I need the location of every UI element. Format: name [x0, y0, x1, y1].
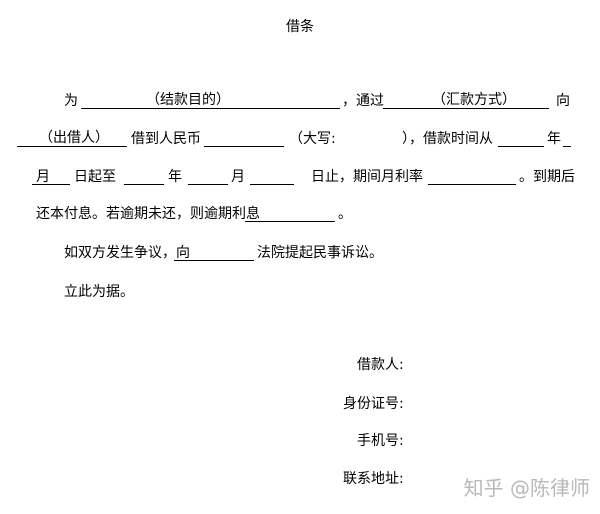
text-riqizhi: 日起至: [74, 169, 116, 185]
text-jiekuan-shijian: ），借款时间从: [402, 131, 493, 147]
watermark: 知乎 @陈律师: [463, 476, 590, 500]
placeholder-method: （汇款方式）: [432, 92, 516, 108]
text-huanben: 还本付息。若逾期未还，则逾期利息: [36, 206, 260, 222]
text-fayuan: 法院提起民事诉讼。: [257, 245, 383, 261]
blank-end-day[interactable]: [250, 184, 294, 185]
label-phone: 手机号:: [357, 433, 404, 449]
blank-purpose[interactable]: [81, 108, 340, 109]
blank-amount-uppercase[interactable]: [355, 146, 397, 147]
text-jiedao: 借到人民币: [131, 131, 201, 147]
blank-method[interactable]: [383, 108, 549, 109]
blank-court[interactable]: [174, 260, 254, 261]
text-daxie: （大写:: [289, 131, 336, 147]
placeholder-purpose: （结款目的）: [146, 92, 230, 108]
blank-start-day[interactable]: [32, 184, 70, 185]
blank-amount[interactable]: [204, 146, 284, 147]
text-wei: 为: [64, 93, 78, 109]
text-lici-weiju: 立此为据。: [64, 284, 134, 300]
text-yue: 月: [36, 169, 50, 185]
blank-interest-rate[interactable]: [428, 184, 516, 185]
text-tongguo: ，通过: [342, 93, 384, 109]
placeholder-lender: （出借人）: [39, 130, 109, 146]
text-daoqihou: 。到期后: [519, 169, 575, 185]
blank-lender[interactable]: [17, 146, 127, 147]
text-yue-2: 月: [231, 169, 245, 185]
label-id-number: 身份证号:: [343, 396, 404, 412]
label-address: 联系地址:: [343, 471, 404, 487]
text-nian: 年: [547, 131, 561, 147]
blank-end-month[interactable]: [188, 184, 228, 185]
blank-start-month-tail[interactable]: [563, 146, 571, 147]
label-borrower: 借款人:: [357, 357, 404, 373]
text-period-4: 。: [338, 206, 352, 222]
text-nian-2: 年: [168, 169, 182, 185]
text-xiang: 向: [556, 93, 570, 109]
blank-start-year[interactable]: [498, 146, 544, 147]
text-zhengyi: 如双方发生争议，向: [64, 245, 190, 261]
document-title: 借条: [286, 19, 314, 35]
text-lilv: 日止，期间月利率: [311, 169, 423, 185]
blank-overdue-interest[interactable]: [245, 221, 335, 222]
blank-end-year[interactable]: [124, 184, 164, 185]
